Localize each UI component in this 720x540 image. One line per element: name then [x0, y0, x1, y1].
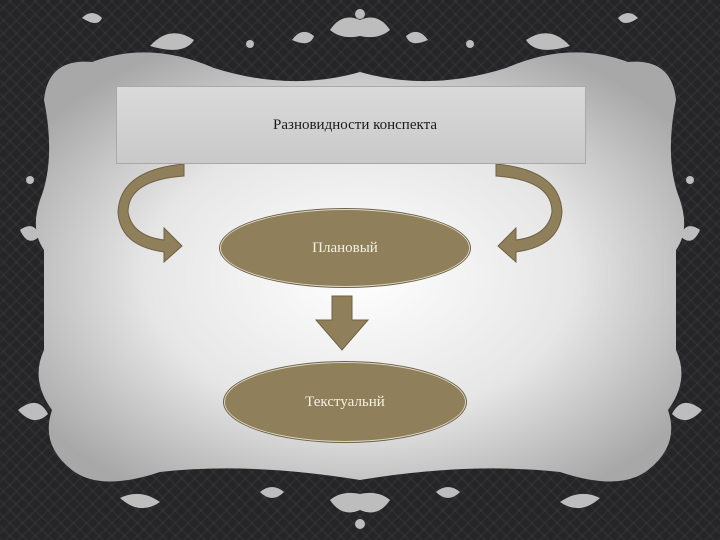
top-ornaments	[82, 9, 638, 50]
node-label: Плановый	[312, 239, 378, 256]
node-tekstualny: Текстуальнй	[224, 362, 466, 442]
side-ornaments	[18, 176, 702, 421]
right-curved-arrow	[495, 163, 563, 264]
node-label: Текстуальнй	[305, 393, 385, 410]
left-curved-arrow	[117, 163, 185, 264]
node-planovy: Плановый	[220, 209, 470, 287]
down-arrow	[314, 295, 370, 351]
title-box: Разновидности конспекта	[116, 86, 586, 164]
bottom-ornaments	[120, 487, 600, 529]
diagram-title: Разновидности конспекта	[273, 116, 437, 133]
